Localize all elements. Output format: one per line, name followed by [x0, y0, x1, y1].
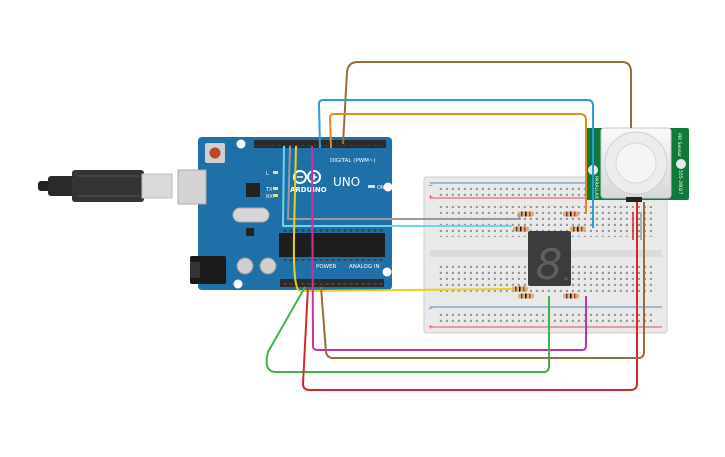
resistors[interactable]: [512, 211, 586, 299]
wire-green: [265, 286, 550, 373]
capacitor: [259, 257, 277, 275]
digital-label: DIGITAL (PWM~): [330, 158, 376, 164]
usb-plug-icon[interactable]: [38, 169, 201, 205]
pir-label: PIR Sensor: [676, 133, 682, 157]
l-label: L: [266, 171, 269, 177]
rx-label: RX: [266, 194, 273, 200]
pir-part-number: 555-28027: [677, 170, 683, 195]
wire-magenta: [311, 145, 587, 351]
resistor-2: [563, 211, 579, 217]
usb-chip: [246, 183, 260, 197]
pir-brand: PARALLAX: [593, 176, 599, 199]
mount-hole: [382, 267, 392, 277]
mount-hole: [233, 279, 243, 289]
resistor-7: [563, 293, 579, 299]
plus-rail-label-bottom: +: [428, 324, 433, 331]
resistor-5: [512, 286, 528, 292]
wire-gray: [287, 145, 521, 220]
minus-rail-label-bottom: −: [428, 305, 433, 312]
arduino-logo-icon: [293, 170, 321, 184]
crystal-oscillator: [232, 207, 270, 223]
wire-brown-bottom: [320, 202, 645, 359]
wire-cyan: [282, 145, 512, 227]
on-label: ON: [377, 185, 385, 191]
minus-rail-label: −: [428, 182, 433, 189]
resistor-1: [518, 211, 534, 217]
tx-label: TX: [265, 187, 273, 193]
mount-hole: [383, 182, 393, 192]
usb-socket: [177, 169, 207, 205]
wire-red: [302, 202, 638, 391]
arduino-model: UNO: [333, 175, 360, 189]
seven-segment-digit: 8: [536, 240, 563, 289]
capacitor: [236, 257, 254, 275]
wire-brown-top: [342, 61, 632, 145]
wire-blue-top: [318, 99, 594, 228]
arduino-brand: ARDUINO: [290, 186, 327, 194]
power-label: POWER: [316, 264, 337, 270]
analog-label: ANALOG IN: [349, 264, 380, 270]
wire-orange-top: [329, 113, 587, 214]
atmega-chip: [279, 233, 385, 257]
seven-segment-display-icon[interactable]: 8: [528, 231, 571, 289]
pir-sensor[interactable]: PIR Sensor 555-28027 PARALLAX: [586, 127, 689, 202]
resistor-4: [570, 226, 586, 232]
resistor-3: [513, 226, 529, 232]
wire-yellow: [292, 145, 513, 292]
reset-button-cap[interactable]: [209, 147, 221, 159]
resistor-6: [518, 293, 534, 299]
wires[interactable]: [265, 61, 645, 391]
plus-rail-label: +: [428, 194, 433, 201]
arduino-uno-board[interactable]: DIGITAL (PWM~) ARDUINO UNO POWER ANALOG …: [177, 137, 393, 290]
mount-hole: [236, 139, 246, 149]
